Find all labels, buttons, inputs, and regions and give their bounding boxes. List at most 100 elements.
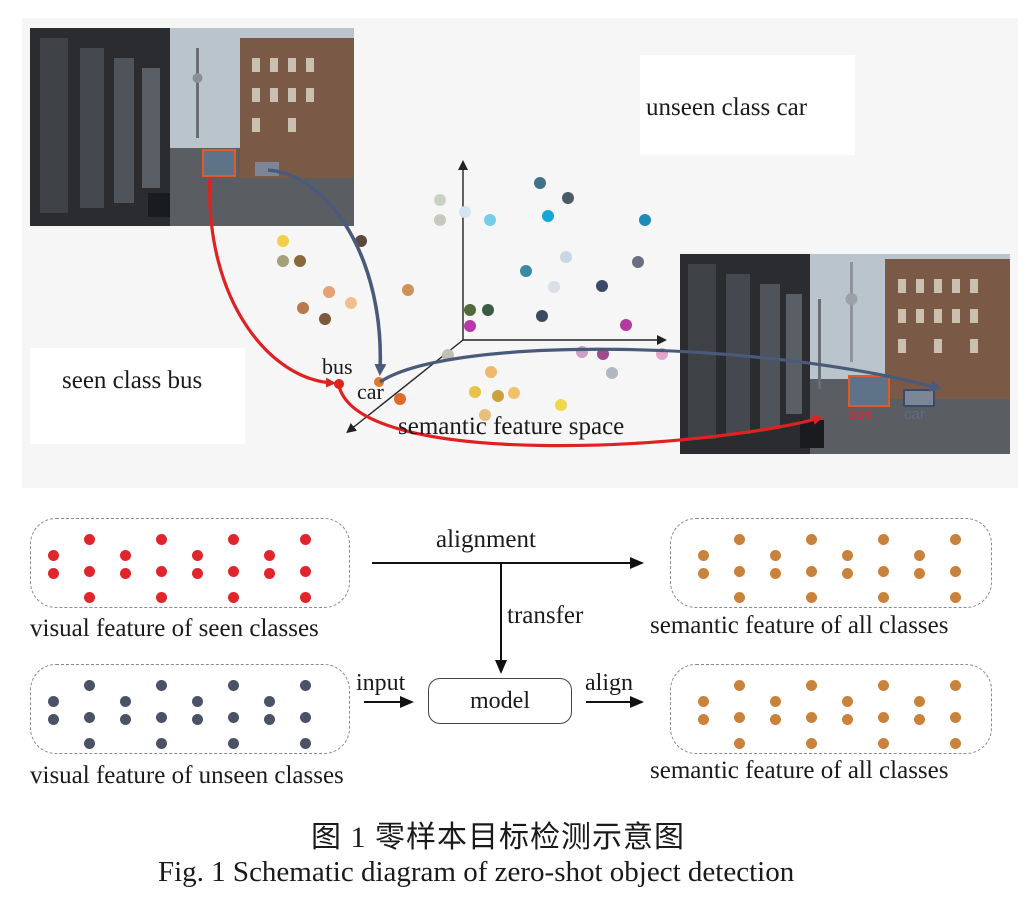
- semantic-feature-dot: [914, 714, 925, 725]
- semantic-feature-dot: [842, 696, 853, 707]
- bus-point-label: bus: [322, 354, 353, 379]
- unseen-visual-feature-box: [30, 664, 350, 754]
- semantic-feature-dot: [734, 566, 745, 577]
- semantic-feature-dot: [950, 712, 961, 723]
- semantic-feature-dot: [914, 568, 925, 579]
- unseen-feature-dot: [300, 712, 311, 723]
- photo-car-tag: car: [904, 406, 925, 423]
- street-photo-left: [30, 28, 354, 226]
- model-box: model: [428, 678, 572, 724]
- transfer-label: transfer: [507, 602, 584, 629]
- semantic-feature-dot: [914, 696, 925, 707]
- semantic-all-label-2: semantic feature of all classes: [650, 757, 949, 784]
- red-arrow-bus-to-photo: [337, 385, 823, 448]
- unseen-feature-dot: [120, 696, 131, 707]
- unseen-feature-dot: [84, 738, 95, 749]
- semantic-feature-dot: [842, 550, 853, 561]
- unseen-feature-dot: [192, 696, 203, 707]
- unseen-feature-dot: [300, 738, 311, 749]
- semantic-feature-dot: [698, 714, 709, 725]
- seen-label-background: [30, 348, 245, 444]
- semantic-feature-dot: [950, 738, 961, 749]
- semantic-feature-dot: [698, 696, 709, 707]
- seen-class-bus-label: seen class bus: [62, 367, 203, 394]
- unseen-feature-dot: [84, 680, 95, 691]
- semantic-feature-dot: [806, 712, 817, 723]
- bus-point: [334, 379, 344, 389]
- semantic-feature-dot: [878, 566, 889, 577]
- semantic-feature-dot: [734, 534, 745, 545]
- semantic-feature-dot: [806, 592, 817, 603]
- semantic-feature-dot: [842, 714, 853, 725]
- unseen-feature-dot: [84, 712, 95, 723]
- seen-feature-dot: [300, 592, 311, 603]
- seen-feature-dot: [228, 566, 239, 577]
- semantic-feature-dot: [698, 568, 709, 579]
- semantic-feature-dot: [734, 738, 745, 749]
- semantic-all-label-1: semantic feature of all classes: [650, 612, 949, 639]
- unseen-label-background: [640, 55, 855, 155]
- semantic-feature-dot: [878, 680, 889, 691]
- semantic-feature-dot: [806, 534, 817, 545]
- align-label: align: [585, 670, 633, 696]
- semantic-feature-dot: [878, 712, 889, 723]
- unseen-feature-dot: [264, 714, 275, 725]
- seen-feature-dot: [156, 566, 167, 577]
- photo-bus-tag: bus: [848, 406, 873, 423]
- semantic-feature-dot: [734, 712, 745, 723]
- unseen-feature-dot: [300, 680, 311, 691]
- 3d-axes: [346, 160, 667, 434]
- semantic-feature-dot: [950, 566, 961, 577]
- semantic-feature-dot: [770, 714, 781, 725]
- semantic-feature-dot: [806, 680, 817, 691]
- seen-feature-dot: [192, 550, 203, 561]
- unseen-feature-dot: [48, 714, 59, 725]
- blue-arrow-car-to-photo: [379, 347, 942, 392]
- seen-feature-dot: [120, 568, 131, 579]
- semantic-feature-dot: [878, 534, 889, 545]
- semantic-feature-dot: [914, 550, 925, 561]
- unseen-feature-dot: [156, 738, 167, 749]
- unseen-feature-dot: [156, 680, 167, 691]
- semantic-feature-dot: [770, 568, 781, 579]
- semantic-feature-dot: [950, 680, 961, 691]
- seen-feature-dot: [84, 566, 95, 577]
- input-label: input: [356, 670, 406, 696]
- semantic-feature-box-2: [670, 664, 992, 754]
- semantic-feature-dot: [878, 738, 889, 749]
- car-point-label: car: [357, 379, 384, 404]
- unseen-feature-dot: [228, 680, 239, 691]
- unseen-feature-dot: [228, 712, 239, 723]
- model-label: model: [470, 687, 530, 714]
- seen-feature-dot: [300, 534, 311, 545]
- seen-feature-dot: [48, 568, 59, 579]
- semantic-space-points: [277, 177, 668, 421]
- seen-feature-dot: [84, 592, 95, 603]
- semantic-feature-dot: [770, 696, 781, 707]
- visual-unseen-label: visual feature of unseen classes: [30, 762, 344, 789]
- semantic-feature-box-1: [670, 518, 992, 608]
- unseen-class-car-label: unseen class car: [646, 94, 808, 121]
- blue-arrow-photo-to-car: [267, 168, 387, 376]
- alignment-label: alignment: [436, 526, 536, 553]
- seen-feature-dot: [84, 534, 95, 545]
- seen-feature-dot: [156, 534, 167, 545]
- visual-seen-label: visual feature of seen classes: [30, 615, 319, 642]
- caption-chinese: 图 1 零样本目标检测示意图: [311, 821, 685, 854]
- semantic-feature-dot: [770, 550, 781, 561]
- seen-feature-dot: [264, 568, 275, 579]
- caption-english: Fig. 1 Schematic diagram of zero-shot ob…: [158, 856, 795, 888]
- unseen-feature-dot: [192, 714, 203, 725]
- semantic-feature-dot: [734, 592, 745, 603]
- seen-feature-dot: [300, 566, 311, 577]
- semantic-feature-dot: [698, 550, 709, 561]
- semantic-feature-dot: [950, 534, 961, 545]
- semantic-feature-space-label: semantic feature space: [398, 413, 625, 440]
- seen-visual-feature-box: [30, 518, 350, 608]
- seen-feature-dot: [228, 592, 239, 603]
- semantic-feature-dot: [806, 738, 817, 749]
- red-arrow-photo-to-bus: [208, 177, 336, 388]
- semantic-feature-dot: [806, 566, 817, 577]
- semantic-feature-dot: [734, 680, 745, 691]
